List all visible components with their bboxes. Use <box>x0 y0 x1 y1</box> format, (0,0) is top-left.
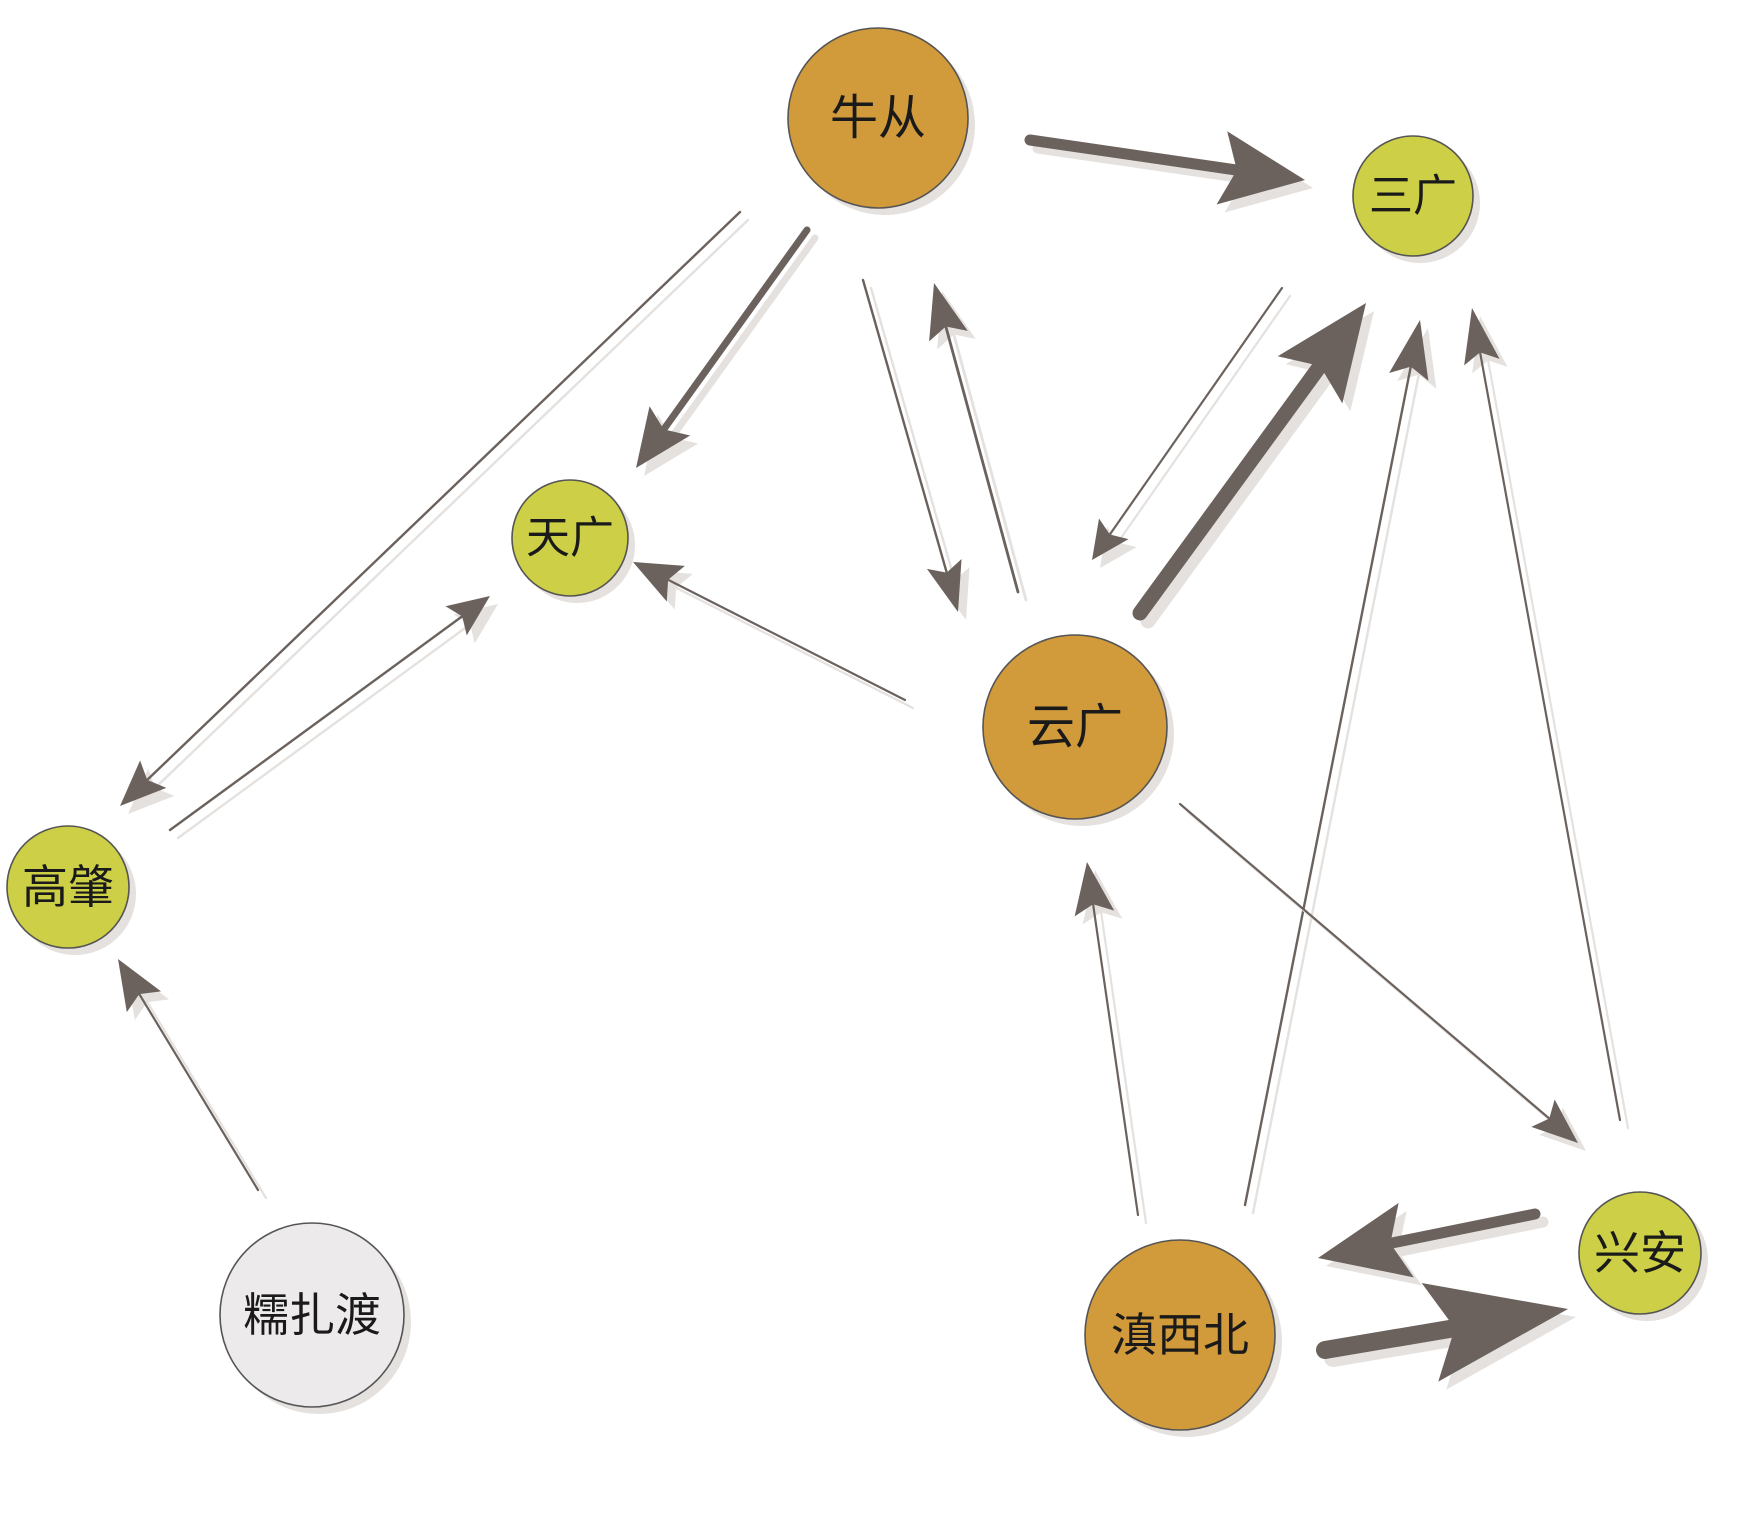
edge-arrowhead <box>1421 1282 1568 1382</box>
node-label: 牛从 <box>830 90 926 146</box>
edge-gaozhao-to-tianguang <box>168 596 498 840</box>
edge-arrowhead <box>636 406 691 468</box>
edge-arrowhead <box>1074 862 1115 917</box>
edge-shadow <box>1324 1326 1474 1367</box>
edge-line <box>1178 802 1552 1121</box>
node-circle <box>1352 135 1474 257</box>
edge-line <box>659 226 811 435</box>
edge-line <box>144 210 742 783</box>
node-yunguang: 云广 <box>982 634 1174 826</box>
edge-line <box>168 613 466 832</box>
node-label: 滇西北 <box>1111 1308 1249 1362</box>
edge-shadow <box>673 585 915 710</box>
edge-shadow <box>1140 364 1337 629</box>
edge-niucong-to-yunguang <box>861 278 970 620</box>
edge-line <box>1243 363 1413 1207</box>
edges-layer <box>118 131 1630 1390</box>
node-circle <box>1578 1191 1702 1315</box>
edge-shadow <box>667 234 819 443</box>
node-sanguang: 三广 <box>1352 135 1480 263</box>
edge-arrowhead <box>1464 308 1500 366</box>
edge-shadow <box>1251 371 1421 1215</box>
edge-line <box>1024 134 1245 176</box>
node-circle <box>982 634 1168 820</box>
node-circle <box>6 825 130 949</box>
edge-niucong-to-gaozhao <box>120 210 750 814</box>
node-circle <box>219 1222 405 1408</box>
edge-shadow <box>1115 294 1292 546</box>
edge-arrowhead <box>1277 303 1366 404</box>
edge-shadow <box>176 621 474 840</box>
node-dianxibei: 滇西北 <box>1084 1239 1282 1437</box>
edge-dianxibei-to-xingan <box>1316 1282 1576 1390</box>
node-label: 云广 <box>1027 699 1123 755</box>
edge-line <box>1316 1318 1466 1359</box>
node-label: 天广 <box>526 513 614 564</box>
edge-shadow <box>1099 909 1148 1225</box>
edge-yunguang-to-tianguang <box>633 562 915 710</box>
node-label: 兴安 <box>1594 1226 1686 1280</box>
edge-arrowhead <box>445 596 490 636</box>
edge-line <box>1382 1208 1541 1250</box>
edge-shadow <box>1390 1216 1549 1258</box>
edge-line <box>665 577 907 702</box>
edge-line <box>137 991 260 1192</box>
edge-line <box>1478 349 1622 1122</box>
node-circle <box>1084 1239 1276 1431</box>
node-nuozhadu: 糯扎渡 <box>219 1222 411 1414</box>
node-gaozhao: 高肇 <box>6 825 136 955</box>
node-niucong: 牛从 <box>787 27 975 215</box>
node-label: 糯扎渡 <box>243 1288 381 1342</box>
edge-arrowhead <box>1092 518 1129 560</box>
edge-arrowhead <box>1389 320 1429 381</box>
edge-arrowhead <box>929 283 968 342</box>
edge-line <box>1091 901 1140 1217</box>
edge-shadow <box>152 218 750 791</box>
edge-line <box>861 278 949 576</box>
edge-arrowhead <box>633 562 685 602</box>
edge-line <box>1107 286 1284 538</box>
edge-niucong-to-tianguang <box>636 226 819 476</box>
edge-niucong-to-sanguang <box>1024 131 1313 213</box>
edge-yunguang-to-niucong <box>929 283 1028 602</box>
node-label: 高肇 <box>22 860 114 914</box>
edge-line <box>943 323 1020 594</box>
edge-yunguang-to-sanguang <box>1132 303 1374 629</box>
node-circle <box>787 27 969 209</box>
edge-line <box>1132 356 1329 621</box>
edge-arrowhead <box>1318 1202 1414 1278</box>
edge-shadow <box>145 999 268 1200</box>
edge-xingan-to-dianxibei <box>1318 1202 1549 1286</box>
node-label: 三广 <box>1369 171 1457 222</box>
edge-shadow <box>869 286 957 584</box>
edge-nuozhadu-to-gaozhao <box>118 959 268 1200</box>
edge-xingan-to-sanguang <box>1464 308 1630 1130</box>
edge-arrowhead <box>1216 131 1305 205</box>
edge-shadow <box>1032 142 1253 184</box>
edge-shadow <box>1486 357 1630 1130</box>
edge-arrowhead <box>926 558 962 612</box>
edge-shadow <box>951 331 1028 602</box>
node-circle <box>511 479 629 597</box>
edge-arrowhead <box>1531 1099 1578 1143</box>
edge-arrowhead <box>120 760 167 806</box>
edge-sanguang-to-yunguang <box>1092 286 1292 568</box>
node-tianguang: 天广 <box>511 479 635 603</box>
edge-arrowhead <box>118 959 162 1013</box>
edge-dianxibei-to-sanguang <box>1243 320 1437 1215</box>
edge-yunguang-to-xingan <box>1178 802 1586 1151</box>
edge-dianxibei-to-yunguang <box>1074 862 1148 1225</box>
node-xingan: 兴安 <box>1578 1191 1708 1321</box>
